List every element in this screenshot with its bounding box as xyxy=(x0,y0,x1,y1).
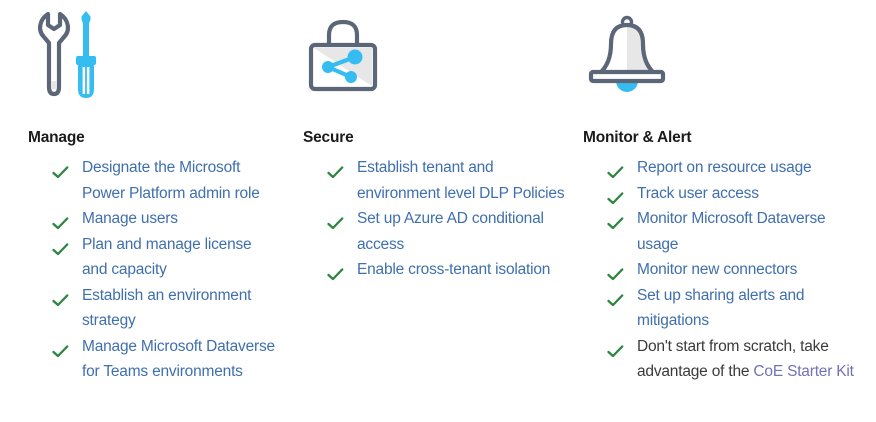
manage-icon-row xyxy=(28,0,277,102)
wrench-screwdriver-icon xyxy=(37,11,96,98)
checklist-item: Set up sharing alerts and mitigations xyxy=(583,283,857,334)
checklist-item: Set up Azure AD conditional access xyxy=(303,206,565,257)
item-link[interactable]: Track user access xyxy=(637,184,759,202)
monitor-checklist: Report on resource usage Track user acce… xyxy=(583,155,857,385)
monitor-icon-row xyxy=(583,0,857,102)
secure-checklist: Establish tenant and environment level D… xyxy=(303,155,565,283)
checkmark-icon xyxy=(607,213,624,230)
checklist-item: Plan and manage license and capacity xyxy=(28,232,277,283)
checkmark-icon xyxy=(607,290,624,306)
checkmark-icon xyxy=(607,162,624,179)
coe-starter-kit-link[interactable]: CoE Starter Kit xyxy=(753,363,854,380)
item-link[interactable]: Monitor new connectors xyxy=(637,261,798,278)
item-link[interactable]: Designate the Microsoft Power Platform a… xyxy=(82,159,260,202)
secure-title: Secure xyxy=(303,129,354,146)
item-link[interactable]: Monitor Microsoft Dataverse usage xyxy=(637,210,826,253)
checkmark-icon xyxy=(52,213,69,230)
checklist-item: Monitor Microsoft Dataverse usage xyxy=(583,206,857,257)
checklist-item: Establish tenant and environment level D… xyxy=(303,155,565,206)
item-text: Don't start from scratch, take advantage… xyxy=(637,337,829,381)
item-link[interactable]: Plan and manage license and capacity xyxy=(82,235,252,279)
monitor-alert-title: Monitor & Alert xyxy=(583,129,692,146)
manage-column: Manage Designate the Microsoft Power Pla… xyxy=(28,0,277,385)
secure-icon-row xyxy=(303,0,565,102)
checkmark-icon xyxy=(327,162,344,179)
item-link[interactable]: Report on resource usage xyxy=(637,159,812,176)
checkmark-icon xyxy=(52,341,69,357)
checkmark-icon xyxy=(607,341,624,357)
checkmark-icon xyxy=(52,162,69,179)
checkmark-icon xyxy=(607,188,624,204)
item-link[interactable]: Establish tenant and environment level D… xyxy=(357,159,565,202)
item-link[interactable]: Set up sharing alerts and mitigations xyxy=(637,286,805,330)
checklist-item: Manage Microsoft Dataverse for Teams env… xyxy=(28,334,277,385)
secure-column: Secure Establish tenant and environment … xyxy=(303,0,565,283)
checkmark-icon xyxy=(327,264,344,281)
checklist-item: Designate the Microsoft Power Platform a… xyxy=(28,155,277,206)
manage-checklist: Designate the Microsoft Power Platform a… xyxy=(28,155,277,385)
checklist-item: Don't start from scratch, take advantage… xyxy=(583,334,857,385)
checklist-item: Establish an environment strategy xyxy=(28,283,277,334)
checklist-item: Track user access xyxy=(583,181,857,207)
checklist-item: Report on resource usage xyxy=(583,155,857,181)
manage-title: Manage xyxy=(28,129,85,146)
item-link[interactable]: Set up Azure AD conditional access xyxy=(357,210,544,253)
checklist-item: Enable cross-tenant isolation xyxy=(303,257,565,283)
item-link[interactable]: Manage Microsoft Dataverse for Teams env… xyxy=(82,337,275,381)
item-link[interactable]: Enable cross-tenant isolation xyxy=(357,261,551,278)
item-link[interactable]: Manage users xyxy=(82,210,178,227)
checkmark-icon xyxy=(327,213,344,230)
checkmark-icon xyxy=(52,290,69,306)
lock-share-icon xyxy=(308,19,378,92)
checkmark-icon xyxy=(52,239,69,255)
checklist-item: Manage users xyxy=(28,206,277,232)
bell-icon xyxy=(588,15,666,92)
checklist-item: Monitor new connectors xyxy=(583,257,857,283)
monitor-alert-column: Monitor & Alert Report on resource usage… xyxy=(583,0,857,385)
checkmark-icon xyxy=(607,264,624,281)
item-link[interactable]: Establish an environment strategy xyxy=(82,286,252,330)
